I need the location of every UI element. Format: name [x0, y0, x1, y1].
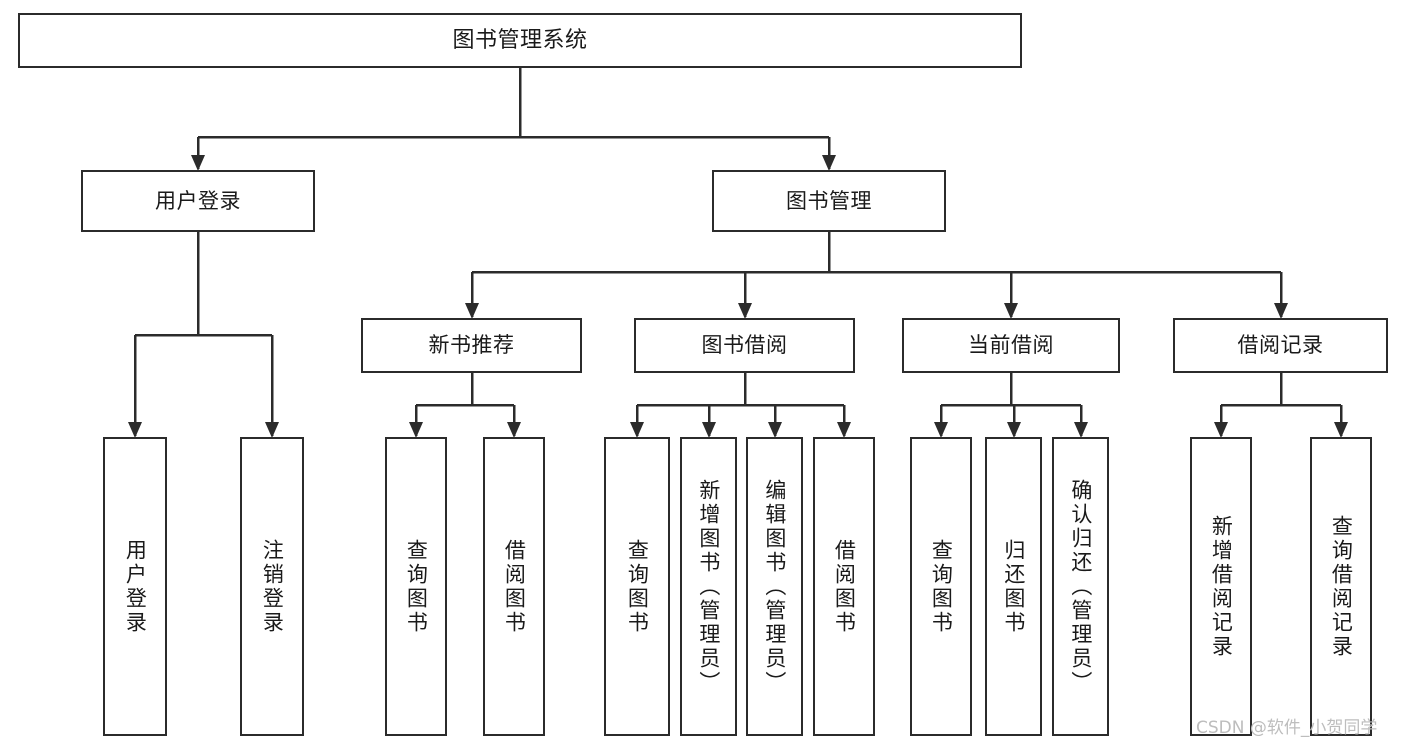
node-leaf-logout-login[interactable]: 注销登录: [240, 437, 304, 736]
node-book-borrow-label: 图书借阅: [701, 333, 788, 358]
node-leaf-add-book-admin[interactable]: 新增图书（管理员）: [680, 437, 737, 736]
node-leaf-return-book[interactable]: 归还图书: [985, 437, 1042, 736]
node-leaf-edit-book-admin[interactable]: 编辑图书（管理员）: [746, 437, 803, 736]
node-new-book-recommend[interactable]: 新书推荐: [361, 318, 582, 373]
node-current-borrow-label: 当前借阅: [968, 333, 1054, 358]
node-leaf-query-borrow-record-label: 查询借阅记录: [1329, 514, 1354, 659]
node-leaf-logout-login-label: 注销登录: [260, 538, 285, 635]
node-new-book-recommend-label: 新书推荐: [428, 333, 515, 358]
node-leaf-query-book-current[interactable]: 查询图书: [910, 437, 972, 736]
node-leaf-confirm-return-admin-label: 确认归还（管理员）: [1068, 478, 1093, 695]
node-leaf-query-book-rec[interactable]: 查询图书: [385, 437, 447, 736]
node-leaf-return-book-label: 归还图书: [1001, 538, 1026, 635]
node-leaf-query-book-current-label: 查询图书: [929, 538, 954, 635]
node-leaf-user-login-label: 用户登录: [123, 538, 148, 635]
node-leaf-query-borrow-record[interactable]: 查询借阅记录: [1310, 437, 1372, 736]
node-book-manage[interactable]: 图书管理: [712, 170, 946, 232]
node-leaf-borrow-book[interactable]: 借阅图书: [813, 437, 875, 736]
node-book-borrow[interactable]: 图书借阅: [634, 318, 855, 373]
node-user-login[interactable]: 用户登录: [81, 170, 315, 232]
node-leaf-borrow-book-rec-label: 借阅图书: [502, 538, 527, 635]
node-leaf-borrow-book-rec[interactable]: 借阅图书: [483, 437, 545, 736]
node-root[interactable]: 图书管理系统: [18, 13, 1022, 68]
node-user-login-label: 用户登录: [155, 188, 241, 213]
node-leaf-add-borrow-record[interactable]: 新增借阅记录: [1190, 437, 1252, 736]
node-borrow-record[interactable]: 借阅记录: [1173, 318, 1388, 373]
node-leaf-query-book-borrow[interactable]: 查询图书: [604, 437, 670, 736]
watermark-text: CSDN @软件_小贺同学: [1196, 718, 1378, 738]
node-leaf-borrow-book-label: 借阅图书: [832, 538, 857, 635]
node-leaf-edit-book-admin-label: 编辑图书（管理员）: [762, 478, 787, 695]
node-leaf-query-book-rec-label: 查询图书: [404, 538, 429, 635]
node-leaf-query-book-borrow-label: 查询图书: [625, 538, 650, 635]
node-root-label: 图书管理系统: [452, 27, 588, 53]
node-leaf-confirm-return-admin[interactable]: 确认归还（管理员）: [1052, 437, 1109, 736]
node-leaf-add-borrow-record-label: 新增借阅记录: [1209, 514, 1234, 659]
node-book-manage-label: 图书管理: [786, 188, 872, 213]
node-borrow-record-label: 借阅记录: [1237, 333, 1324, 358]
node-current-borrow[interactable]: 当前借阅: [902, 318, 1120, 373]
node-leaf-user-login[interactable]: 用户登录: [103, 437, 167, 736]
node-leaf-add-book-admin-label: 新增图书（管理员）: [696, 478, 721, 695]
